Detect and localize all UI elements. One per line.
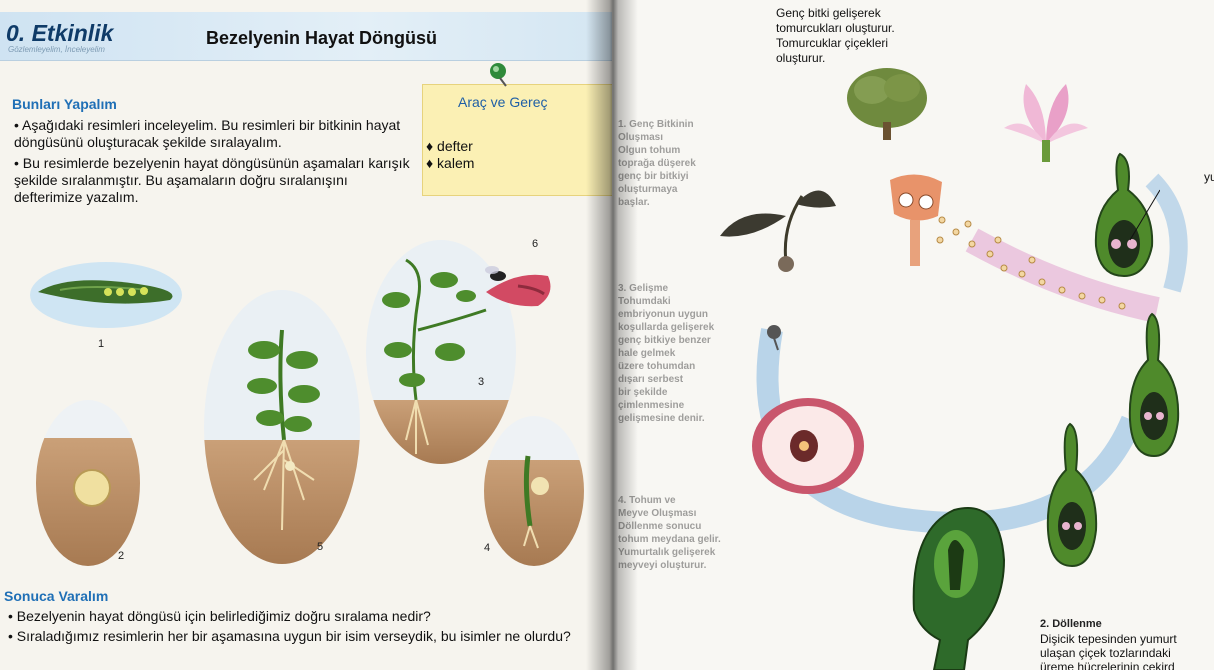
top-caption: Genç bitki gelişerek tomurcukları oluştu… [776,6,895,66]
book-gutter [586,0,638,670]
pea-pod-illustration [30,262,182,328]
figure-number-5: 5 [317,541,323,553]
figure-young-plant [204,290,360,564]
germinating-seed-illustration [484,416,584,566]
pistil-illustration [1124,310,1184,460]
step-2-heading: 2. Döllenme [1040,618,1102,630]
sprout-icon [762,322,792,352]
figure-germinating-seed [484,416,584,566]
instruction-bullet-1: • Aşağıdaki resimleri inceleyelim. Bu re… [14,117,414,151]
figure-number-6: 6 [532,238,538,250]
side-label: yu [1204,170,1214,184]
caption-line: Genç bitki gelişerek [776,6,895,21]
section-heading-do: Bunları Yapalım [12,96,117,112]
fruit-cross-section [748,392,868,502]
question-text: Sıraladığımız resimlerin her bir aşaması… [17,628,571,644]
tools-item-label: defter [437,138,473,154]
embryo-illustration [904,490,1014,670]
instruction-text: Bu resimlerde bezelyenin hayat döngüsünü… [14,155,410,205]
question-bullet-1: • Bezelyenin hayat döngüsü için belirled… [8,608,608,625]
caption-line: tomurcukları oluşturur. [776,21,895,36]
figure-number-2: 2 [118,550,124,562]
tools-item-kalem: ♦ kalem [426,155,474,171]
instruction-text: Aşağıdaki resimleri inceleyelim. Bu resi… [14,117,400,150]
tools-title: Araç ve Gereç [458,94,547,110]
right-page: Genç bitki gelişerek tomurcukları oluştu… [612,0,1214,670]
figure-seed [36,400,140,566]
step-2-line: ulaşan çiçek tozlarındaki [1040,646,1214,660]
bush-illustration [842,64,932,144]
tools-item-defter: ♦ defter [426,138,473,154]
activity-subtitle: Gözlemleyelim, İnceleyelim [8,45,105,54]
question-bullet-2: • Sıraladığımız resimlerin her bir aşama… [8,628,608,645]
pistil-illustration [1090,150,1160,280]
flower-with-insect-illustration [478,264,558,314]
step-2-line: üreme hücrelerinin çekird [1040,660,1214,670]
instruction-bullet-2: • Bu resimlerde bezelyenin hayat döngüsü… [14,155,414,206]
section-heading-result: Sonuca Varalım [4,588,108,604]
figure-number-4: 4 [484,542,490,554]
step-2-line: Dişicik tepesinden yumurt [1040,632,1214,646]
young-plant-illustration [204,290,360,564]
question-text: Bezelyenin hayat döngüsü için belirlediğ… [17,608,431,624]
left-page: 0. Etkinlik Gözlemleyelim, İnceleyelim B… [0,0,612,670]
step-2-text: Dişicik tepesinden yumurt ulaşan çiçek t… [1040,632,1214,670]
caption-line: Tomurcuklar çiçekleri [776,36,895,51]
page-title: Bezelyenin Hayat Döngüsü [206,28,437,49]
pistil-illustration [1042,420,1102,570]
seedling-illustration [712,176,842,276]
figure-number-3: 3 [478,376,484,388]
tools-item-label: kalem [437,155,474,171]
activity-label: 0. Etkinlik [6,20,113,47]
figure-number-1: 1 [98,338,104,350]
pushpin-icon [486,60,512,88]
seed-illustration [36,400,140,566]
figure-pea-pod [30,262,182,328]
flower-illustration [996,74,1096,164]
